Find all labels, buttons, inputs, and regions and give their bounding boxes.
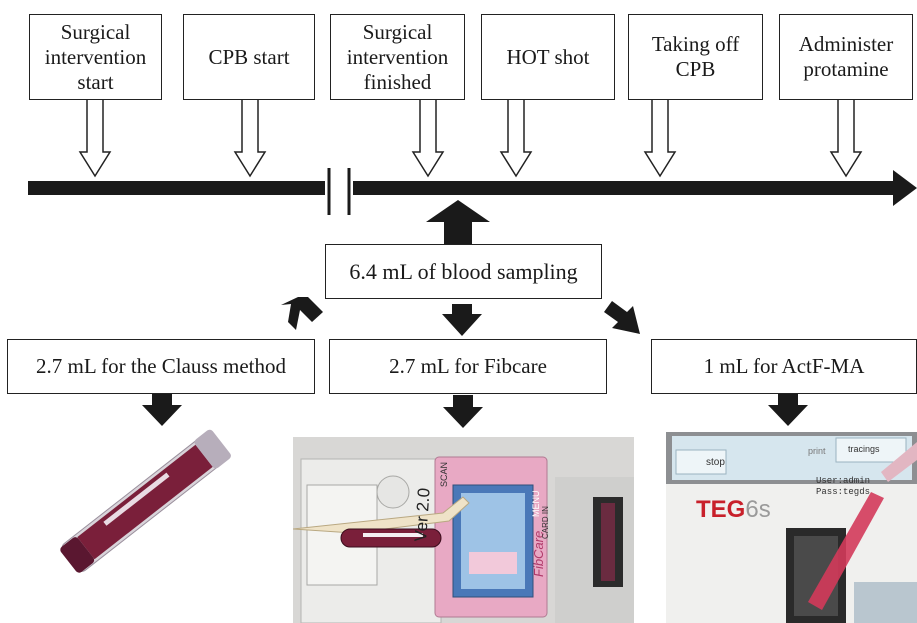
arrow-to-clauss [281,297,323,330]
event-label: Surgical intervention finished [346,19,449,94]
teg-print-label: print [808,446,826,456]
event-label: Administer protamine [798,32,894,81]
fibcare-scan: SCAN [439,461,449,487]
teg-pass-label: Pass:tegds [816,487,871,497]
timeline-left [28,181,325,195]
fibcare-box: 2.7 mL for Fibcare [329,339,607,394]
event-box-cpb-start: CPB start [183,14,315,100]
blood-sampling-box: 6.4 mL of blood sampling [325,244,602,299]
sampling-label: 6.4 mL of blood sampling [349,259,578,284]
clauss-method-box: 2.7 mL for the Clauss method [7,339,315,394]
event-box-taking-off-cpb: Taking off CPB [628,14,763,100]
arrow-actf-down [768,393,808,426]
event-label: Taking off CPB [651,32,740,81]
teg-tracings-label: tracings [848,444,880,454]
sampling-up-arrow [426,200,490,244]
teg-device-photo: stop print tracings TEG6s User:admin Pas… [666,432,917,623]
event-arrow [643,100,677,178]
event-box-surgical-finished: Surgical intervention finished [330,14,465,100]
teg-model-text: 6s [745,496,771,523]
event-box-surgical-start: Surgical intervention start [29,14,162,100]
event-arrow [411,100,445,178]
destination-label: 1 mL for ActF-MA [703,354,865,378]
teg-stop-label: stop [706,457,725,468]
teg-user-label: User:admin [816,476,871,486]
event-arrow [233,100,267,178]
event-label: Surgical intervention start [44,19,147,94]
timeline-right [353,181,893,195]
fibcare-version: Ver 2.0 [411,487,434,543]
teg-brand: TEG6s [696,496,771,524]
arrow-to-fibcare [442,304,482,336]
actf-ma-box: 1 mL for ActF-MA [651,339,917,394]
event-label: CPB start [208,44,290,69]
event-arrow [829,100,863,178]
blood-tube-photo [60,429,231,573]
arrow-to-actf [604,301,640,334]
arrow-clauss-down [142,393,182,426]
destination-label: 2.7 mL for the Clauss method [35,354,287,378]
fibcare-card-in: CARD IN [541,506,550,539]
destination-label: 2.7 mL for Fibcare [389,354,547,378]
fibcare-menu: MENU [531,490,541,518]
fibcare-device-photo: Ver 2.0 FibCare SCAN MENU CARD IN [293,437,634,623]
teg-brand-text: TEG [696,496,746,523]
timeline-arrowhead [893,170,917,206]
event-box-hot-shot: HOT shot [481,14,615,100]
arrow-fibcare-down [443,395,483,428]
event-label: HOT shot [506,44,590,69]
event-arrow [78,100,112,178]
event-arrow [499,100,533,178]
event-box-administer-protamine: Administer protamine [779,14,913,100]
